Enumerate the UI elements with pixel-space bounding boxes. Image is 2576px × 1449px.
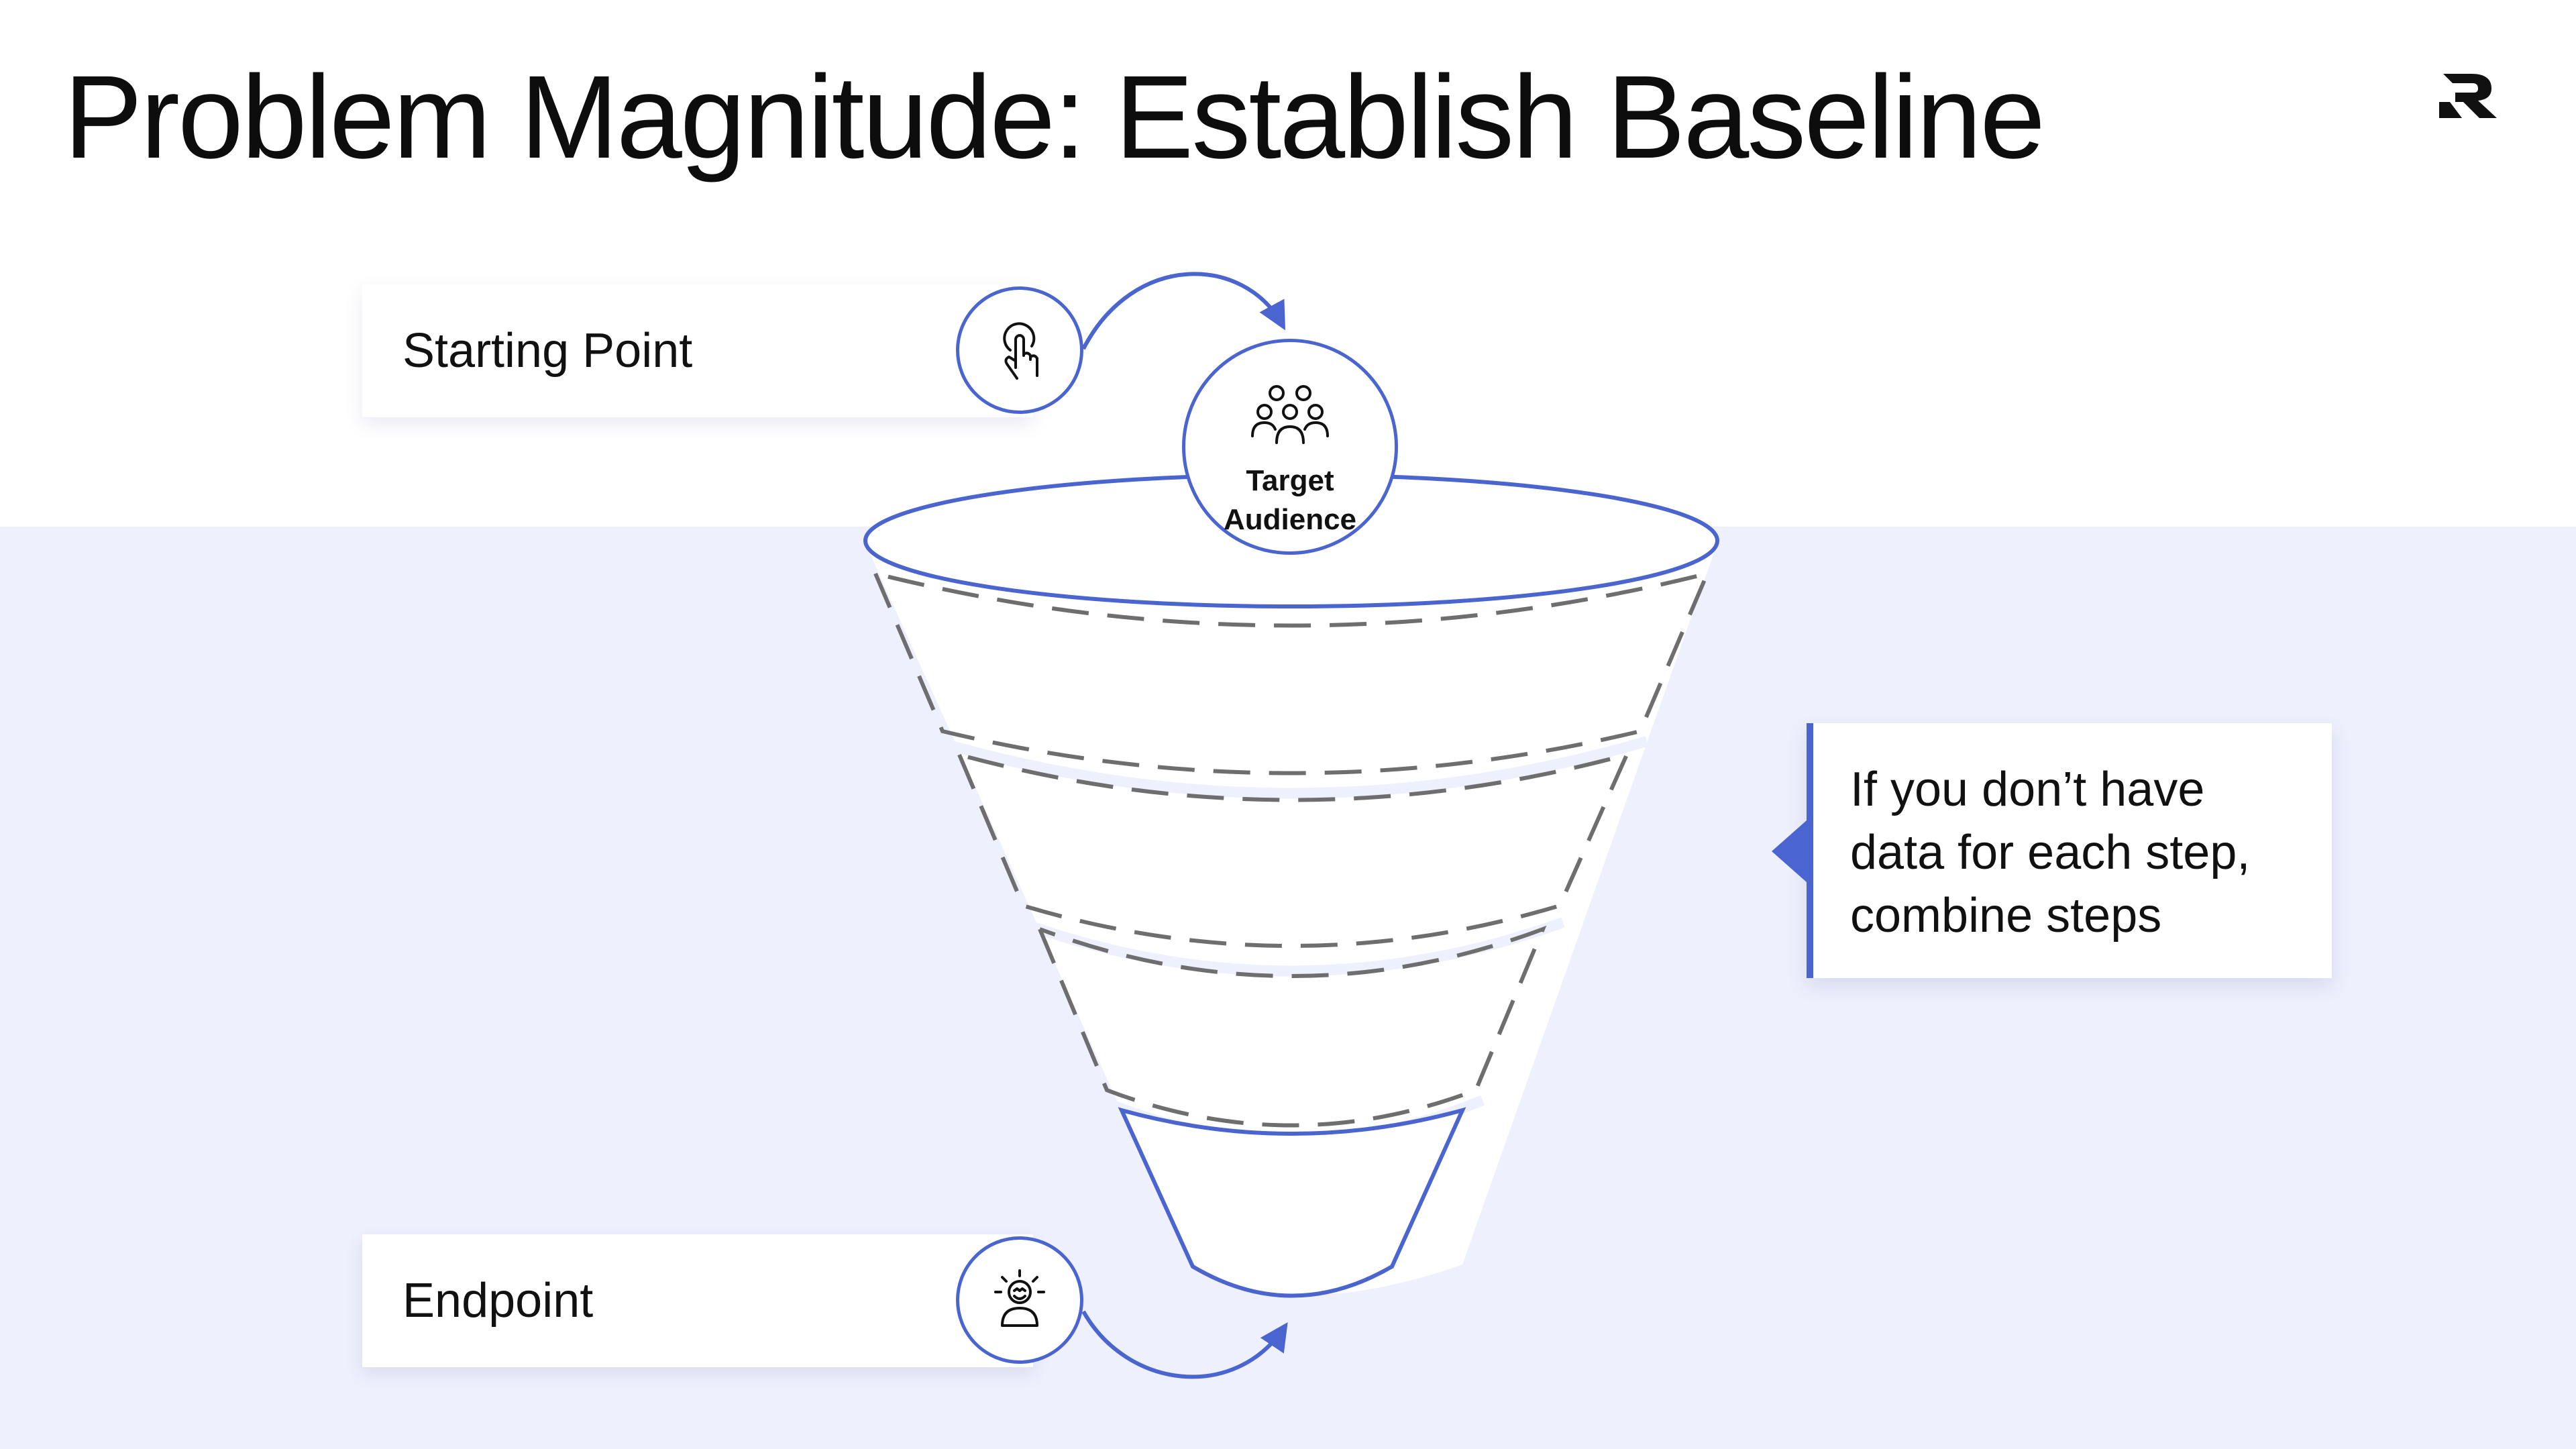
target-audience-label-line2: Audience [1223,503,1357,536]
funnel-dashed-stages [873,570,1711,1128]
hand-pointer-icon [1003,322,1038,380]
funnel-stage-2-outline [957,751,1631,948]
starting-point-icon-circle [956,286,1083,414]
start-arrow [1081,272,1286,350]
starting-point-label: Starting Point [402,324,693,378]
callout-pointer [1772,820,1807,882]
end-arrow [1081,1310,1288,1379]
callout-line-2: data for each step, [1850,826,2251,879]
happy-person-icon [994,1269,1045,1327]
funnel-bottom-stage [1118,1107,1466,1298]
group-of-people-icon [1251,385,1329,444]
callout-line-1: If you don’t have [1850,763,2205,816]
endpoint-card: Endpoint [362,1234,1033,1367]
funnel-stage-1-outline [873,570,1711,775]
starting-point-card: Starting Point [362,284,1033,417]
callout-accent-bar [1807,723,1813,978]
endpoint-label: Endpoint [402,1274,594,1328]
combine-steps-callout: If you don’t have data for each step, co… [1772,723,2332,978]
endpoint-icon-circle [956,1236,1083,1364]
target-audience-label-line1: Target [1246,464,1334,497]
callout-line-3: combine steps [1850,889,2162,943]
page-title: Problem Magnitude: Establish Baseline [64,52,2045,183]
brand-logo-icon [2439,74,2497,118]
funnel-stage-3-outline [1038,925,1547,1128]
target-audience-node: Target Audience [1182,339,1398,555]
funnel-body [865,543,1717,1295]
